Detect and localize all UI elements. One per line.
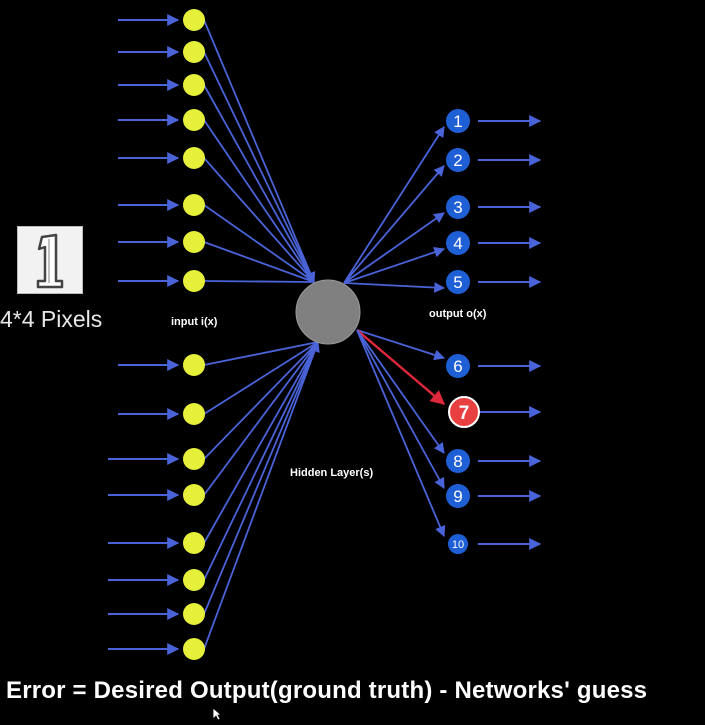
digit-image: [17, 226, 83, 294]
mouse-cursor-icon: [212, 707, 222, 721]
input-edge: [203, 341, 319, 581]
output-node-label: 9: [453, 487, 462, 506]
output-edge: [356, 329, 446, 537]
input-node: [183, 403, 205, 425]
input-edge: [203, 341, 319, 615]
output-node-label: 2: [453, 151, 462, 170]
output-node-label: 1: [453, 112, 462, 131]
output-edge: [343, 212, 445, 284]
output-node: [446, 148, 470, 172]
input-edge: [203, 341, 319, 460]
input-node: [183, 638, 205, 660]
input-node: [183, 41, 205, 63]
input-edge: [203, 204, 315, 283]
output-edge: [356, 329, 445, 489]
input-edge: [203, 341, 319, 415]
output-node-label: 3: [453, 198, 462, 217]
input-node: [183, 532, 205, 554]
input-edge: [203, 280, 315, 283]
output-node: [446, 354, 470, 378]
input-node: [183, 448, 205, 470]
input-node: [183, 569, 205, 591]
hidden-node: [295, 279, 361, 345]
input-node: [183, 109, 205, 131]
input-edge: [203, 241, 315, 283]
input-layer-label: input i(x): [171, 316, 218, 328]
input-node: [183, 147, 205, 169]
input-node: [183, 74, 205, 96]
output-node: [446, 195, 470, 219]
input-edge: [203, 341, 319, 366]
output-edge: [343, 282, 446, 293]
pixel-label: 4*4 Pixels: [0, 306, 103, 332]
input-node: [183, 354, 205, 376]
output-node: [446, 270, 470, 294]
output-edge: [343, 247, 446, 284]
hidden-layer-label: Hidden Layer(s): [290, 467, 374, 479]
output-node-label: 4: [453, 234, 462, 253]
input-edge: [203, 157, 315, 283]
output-node-label: 10: [452, 539, 464, 551]
input-edge: [203, 341, 319, 496]
output-node: [446, 484, 470, 508]
input-node: [183, 484, 205, 506]
output-node: [446, 231, 470, 255]
input-edge: [203, 19, 316, 283]
output-node: [446, 449, 470, 473]
input-edge: [203, 84, 315, 283]
input-node: [183, 231, 205, 253]
output-node: [446, 109, 470, 133]
output-node-label: 5: [453, 273, 462, 292]
input-edge: [203, 119, 315, 283]
output-edge: [343, 126, 445, 284]
input-edge: [203, 51, 315, 283]
output-node-label: 7: [459, 403, 470, 424]
output-node-label: 8: [453, 452, 462, 471]
output-node-label: 6: [453, 357, 462, 376]
input-edge: [203, 340, 320, 650]
input-node: [183, 270, 205, 292]
output-edge: [356, 329, 446, 361]
input-node: [183, 9, 205, 31]
input-edge: [203, 341, 319, 544]
output-edge: [356, 329, 445, 454]
input-node: [183, 603, 205, 625]
output-node: [448, 396, 480, 428]
output-edge: [343, 165, 445, 284]
output-node: [448, 534, 468, 554]
input-node: [183, 194, 205, 216]
error-equation: Error = Desired Output(ground truth) - N…: [6, 677, 648, 704]
output-layer-label: output o(x): [429, 308, 487, 320]
error-edge: [356, 329, 446, 405]
